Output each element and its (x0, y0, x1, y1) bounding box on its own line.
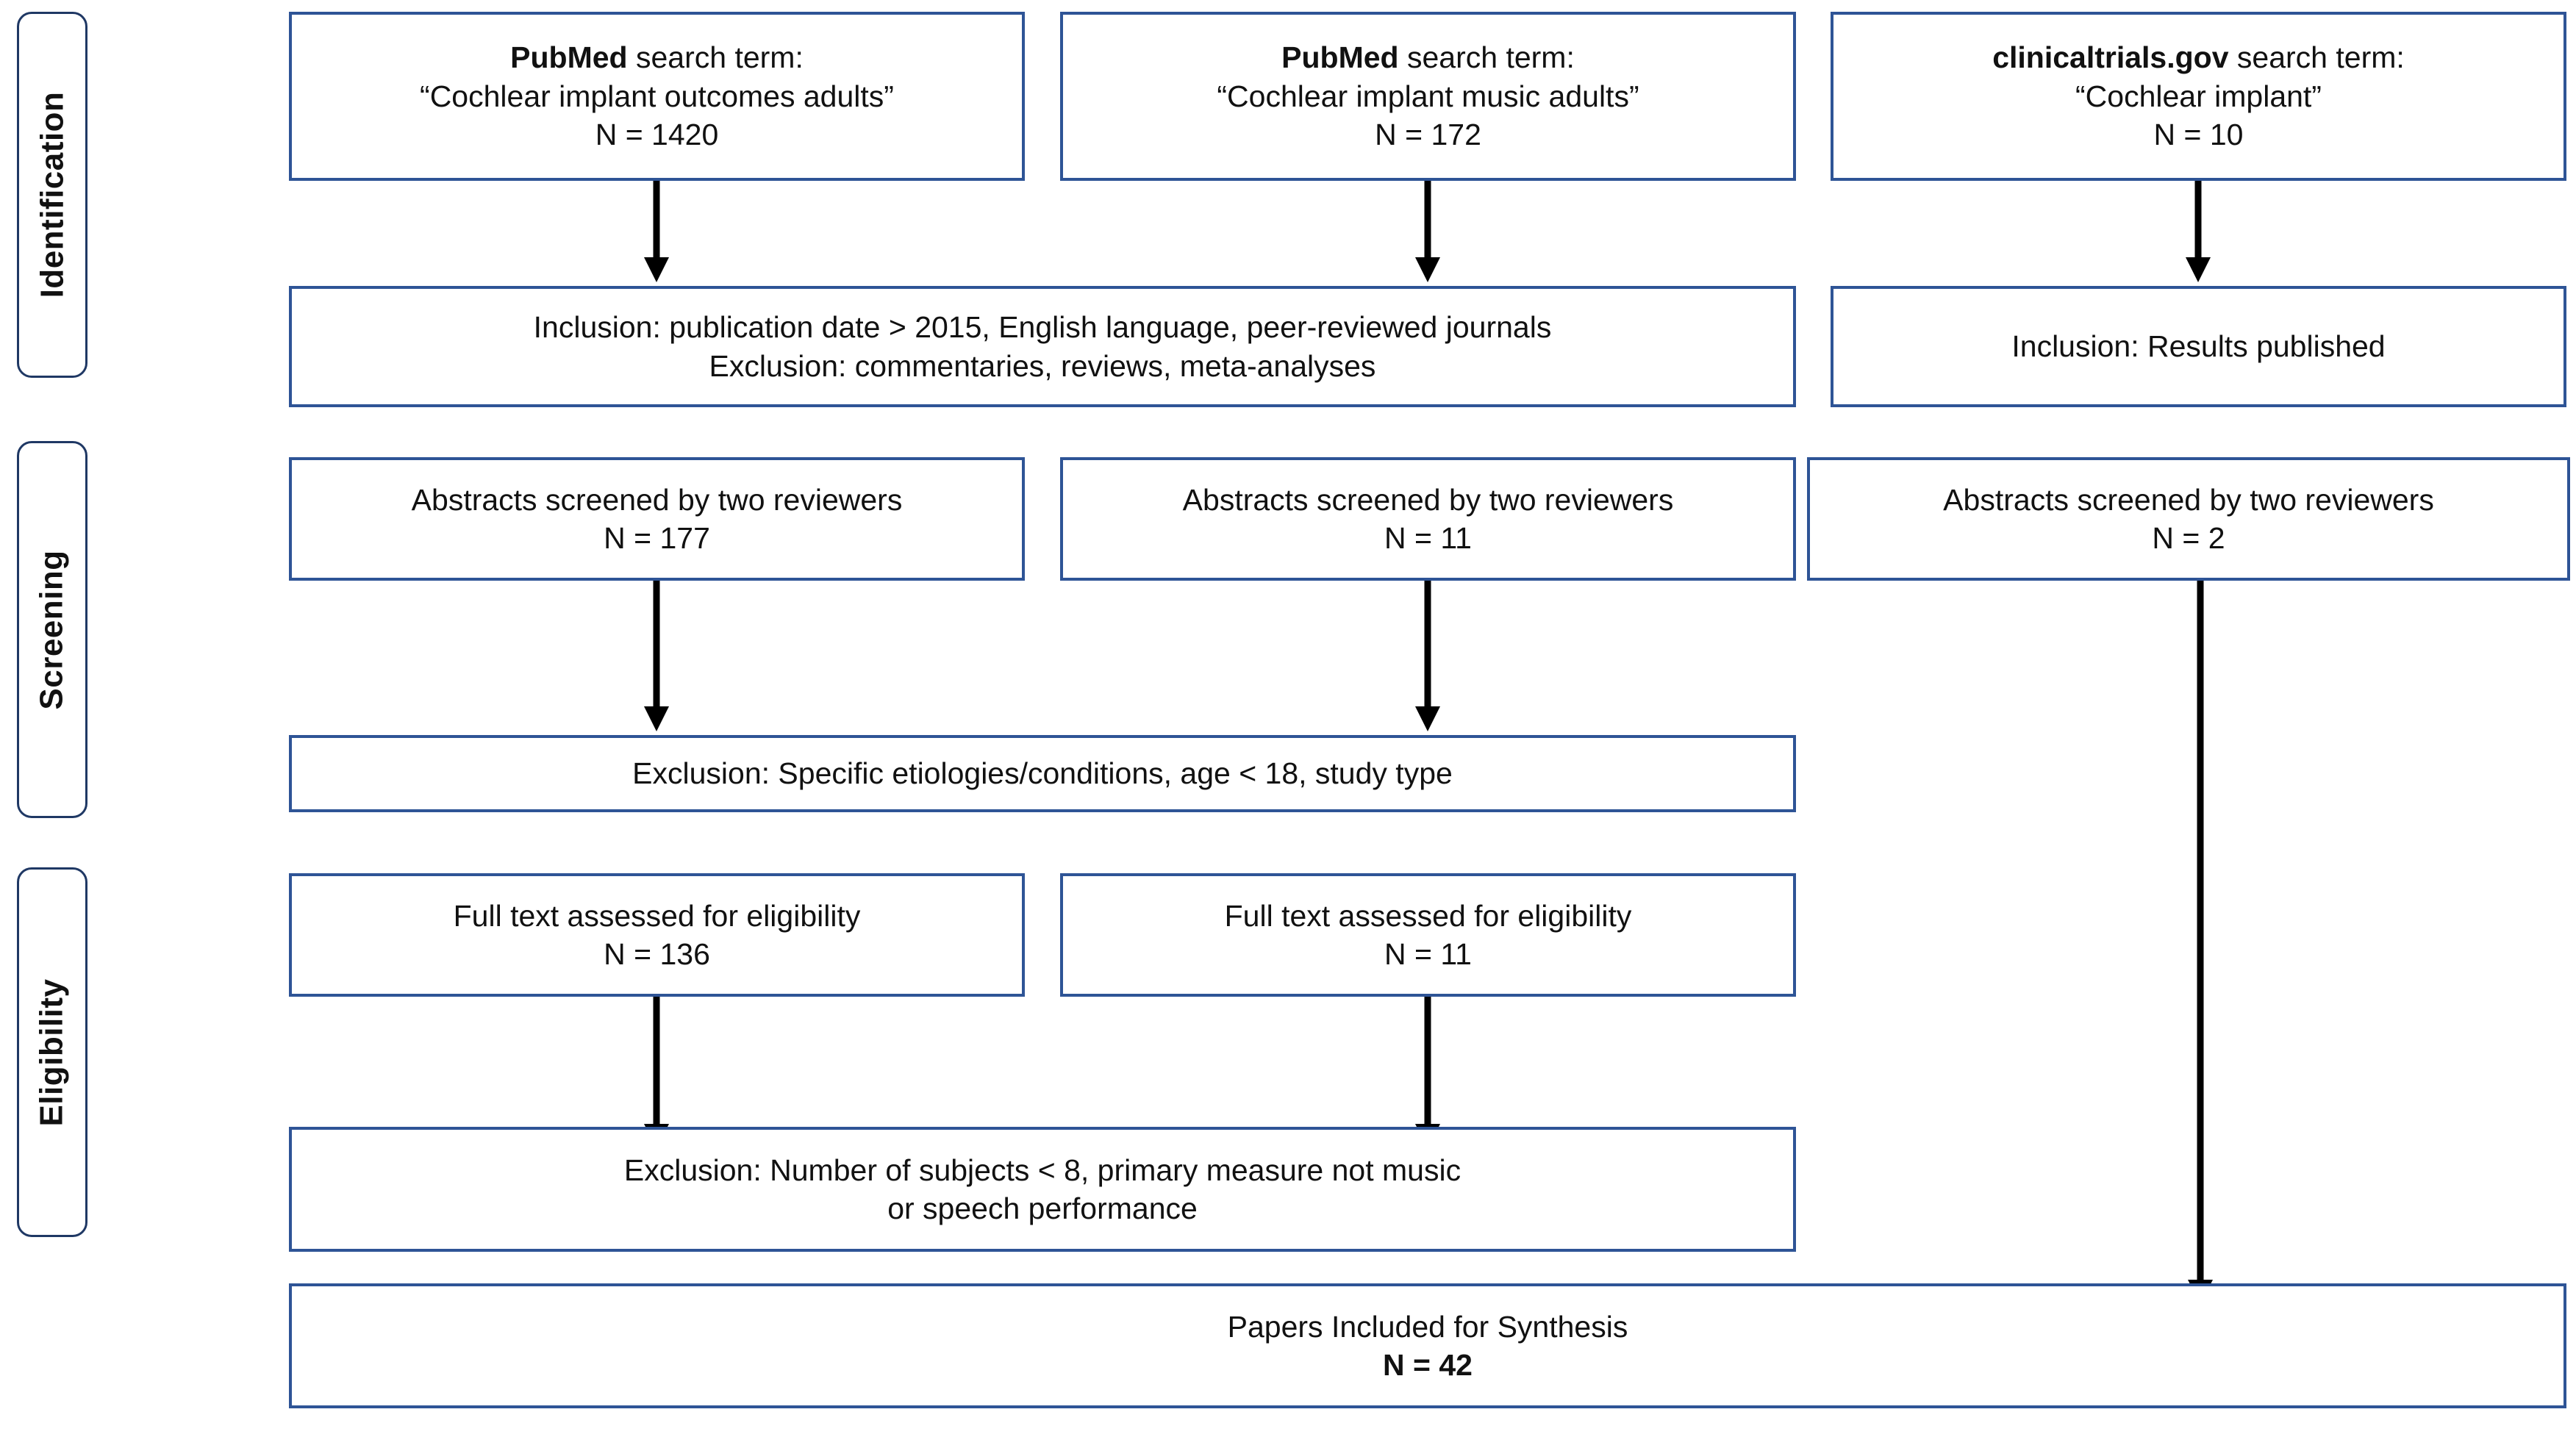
source-2-title: PubMed search term: (1281, 38, 1575, 76)
stage-label-identification-text: Identification (34, 91, 70, 298)
included-count: N = 42 (1383, 1348, 1473, 1382)
stage-label-identification: Identification (17, 12, 87, 378)
fulltext-2-label: Full text assessed for eligibility (1224, 898, 1632, 933)
source-3-query: “Cochlear implant” (2075, 79, 2322, 113)
screening-exclusion-box: Exclusion: Specific etiologies/condition… (289, 735, 1796, 812)
stage-label-eligibility: Eligibility (17, 867, 87, 1237)
criteria-box-clinicaltrials: Inclusion: Results published (1831, 286, 2566, 407)
fulltext-box-1: Full text assessed for eligibility N = 1… (289, 873, 1025, 997)
source-1-title: PubMed search term: (510, 38, 804, 76)
source-2-search-label: search term: (1407, 40, 1575, 75)
criteria-box-pubmed: Inclusion: publication date > 2015, Engl… (289, 286, 1796, 407)
source-1-search-label: search term: (636, 40, 804, 75)
source-3-count: N = 10 (2153, 118, 2244, 152)
source-1-count: N = 1420 (595, 118, 719, 152)
source-box-clinicaltrials: clinicaltrials.gov search term: “Cochlea… (1831, 12, 2566, 181)
screening-exclusion-text: Exclusion: Specific etiologies/condition… (632, 756, 1453, 791)
included-label: Papers Included for Synthesis (1227, 1309, 1628, 1344)
pubmed-exclusion-text: Exclusion: commentaries, reviews, meta-a… (709, 348, 1376, 383)
abstracts-2-label: Abstracts screened by two reviewers (1182, 482, 1674, 517)
included-box: Papers Included for Synthesis N = 42 (289, 1283, 2566, 1408)
abstracts-box-3: Abstracts screened by two reviewers N = … (1807, 457, 2570, 581)
eligibility-exclusion-line-1: Exclusion: Number of subjects < 8, prima… (623, 1153, 1461, 1187)
pubmed-inclusion-text: Inclusion: publication date > 2015, Engl… (533, 310, 1552, 345)
source-2-count: N = 172 (1375, 118, 1481, 152)
fulltext-1-count: N = 136 (604, 937, 710, 971)
abstracts-3-label: Abstracts screened by two reviewers (1943, 482, 2434, 517)
eligibility-exclusion-line-2: or speech performance (887, 1191, 1198, 1225)
stage-label-screening-text: Screening (34, 549, 70, 710)
stage-label-screening: Screening (17, 441, 87, 818)
source-3-name: clinicaltrials.gov (1992, 40, 2229, 75)
abstracts-box-2: Abstracts screened by two reviewers N = … (1060, 457, 1796, 581)
abstracts-1-label: Abstracts screened by two reviewers (411, 482, 903, 517)
source-2-name: PubMed (1281, 40, 1399, 75)
abstracts-box-1: Abstracts screened by two reviewers N = … (289, 457, 1025, 581)
source-3-title: clinicaltrials.gov search term: (1992, 38, 2405, 76)
fulltext-1-label: Full text assessed for eligibility (453, 898, 861, 933)
source-1-name: PubMed (510, 40, 628, 75)
source-box-pubmed-outcomes: PubMed search term: “Cochlear implant ou… (289, 12, 1025, 181)
abstracts-1-count: N = 177 (604, 521, 710, 555)
fulltext-box-2: Full text assessed for eligibility N = 1… (1060, 873, 1796, 997)
fulltext-2-count: N = 11 (1384, 937, 1472, 971)
source-2-query: “Cochlear implant music adults” (1217, 79, 1639, 113)
source-3-search-label: search term: (2236, 40, 2405, 75)
stage-label-eligibility-text: Eligibility (34, 978, 71, 1127)
trials-inclusion-text: Inclusion: Results published (2011, 329, 2386, 364)
source-box-pubmed-music: PubMed search term: “Cochlear implant mu… (1060, 12, 1796, 181)
abstracts-3-count: N = 2 (2152, 521, 2225, 555)
source-1-query: “Cochlear implant outcomes adults” (420, 79, 894, 113)
abstracts-2-count: N = 11 (1384, 521, 1472, 555)
eligibility-exclusion-box: Exclusion: Number of subjects < 8, prima… (289, 1127, 1796, 1252)
